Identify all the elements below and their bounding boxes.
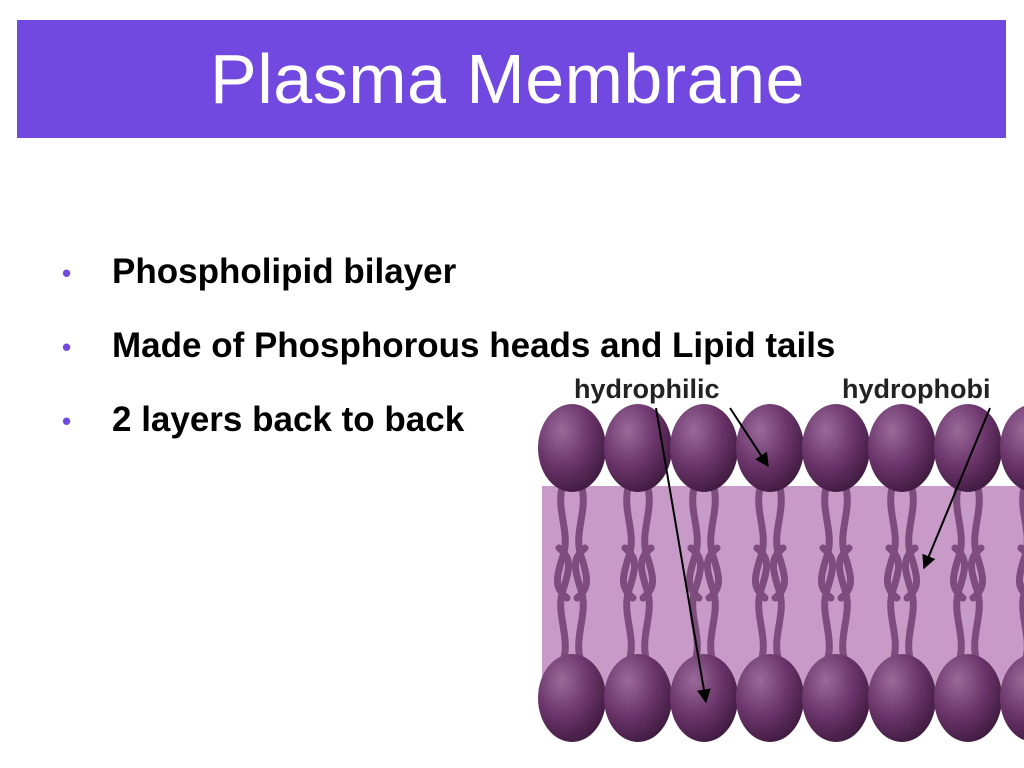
hydrophilic-label: hydrophilic — [574, 374, 720, 404]
arrow-to-bottom-head — [655, 407, 711, 704]
phospholipid-bilayer-diagram: hydrophilic hydrophobi — [538, 374, 1024, 742]
top-head — [802, 404, 870, 492]
bullet-list: • Phospholipid bilayer • Made of Phospho… — [62, 252, 835, 474]
bottom-head — [1000, 655, 1024, 741]
lipid-tail — [885, 544, 902, 666]
lipid-tail — [687, 544, 704, 666]
lipid-tail — [753, 544, 770, 666]
bottom-head — [604, 654, 672, 742]
top-head — [934, 404, 1002, 492]
arrow-to-tail — [922, 407, 991, 570]
bullet-item: • Made of Phosphorous heads and Lipid ta… — [62, 326, 835, 400]
lipid-tail — [572, 544, 589, 666]
bullet-item: • Phospholipid bilayer — [62, 252, 835, 326]
bottom-head — [670, 654, 738, 742]
top-head — [868, 404, 936, 492]
label-arrows — [655, 407, 991, 704]
lipid-tail — [638, 544, 655, 666]
lipid-tail — [555, 544, 572, 666]
lipid-tail — [836, 544, 853, 666]
bottom-head — [802, 654, 870, 742]
top-head — [736, 404, 804, 492]
lipid-tail — [1016, 480, 1024, 599]
lipid-tails — [554, 480, 1024, 666]
bottom-head — [538, 654, 606, 742]
bottom-head — [934, 654, 1002, 742]
top-head — [604, 404, 672, 492]
lipid-tail — [968, 544, 985, 666]
bullet-text: 2 layers back to back — [112, 400, 465, 439]
top-head — [538, 404, 606, 492]
lipid-tail — [770, 544, 787, 666]
bottom-head — [868, 654, 936, 742]
bullet-text: Phospholipid bilayer — [112, 252, 457, 291]
bullet-dot-icon: • — [62, 406, 72, 436]
lipid-tail — [902, 544, 919, 666]
bullet-item: • 2 layers back to back — [62, 400, 835, 474]
lipid-tail — [951, 544, 968, 666]
page-title: Plasma Membrane — [210, 40, 805, 118]
lipid-tail — [704, 544, 721, 666]
bullet-dot-icon: • — [62, 258, 72, 288]
arrow-to-top-head — [729, 407, 769, 468]
bullet-dot-icon: • — [62, 332, 72, 362]
top-phosphate-heads — [538, 404, 1024, 492]
bottom-head — [736, 654, 804, 742]
hydrophobic-label: hydrophobi — [842, 374, 990, 404]
lipid-tail — [621, 544, 638, 666]
lipid-tail — [819, 544, 836, 666]
top-head — [670, 404, 738, 492]
top-head — [1000, 405, 1024, 491]
title-bar: Plasma Membrane — [17, 20, 1006, 138]
bullet-text: Made of Phosphorous heads and Lipid tail… — [112, 326, 836, 365]
